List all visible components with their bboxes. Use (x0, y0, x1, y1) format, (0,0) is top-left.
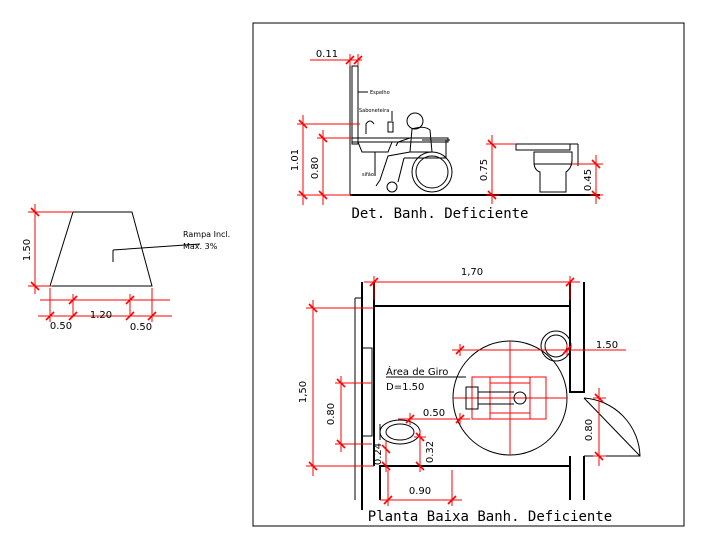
note-tiny: sifão (362, 172, 374, 178)
dim-080-door-label: 0.80 (584, 419, 595, 441)
dim-075-label: 0.75 (479, 159, 490, 181)
note-espelho: Espelho (370, 90, 390, 96)
dim-090: 0.90 (380, 470, 462, 506)
ramp-label-left: 0.50 (50, 321, 72, 332)
ramp-note-line1: Rampa Incl. (183, 230, 230, 239)
dim-150-vertical: 1,50 (298, 300, 374, 476)
dim-080-left: 0.80 (326, 376, 372, 452)
plan-walls (361, 282, 585, 510)
dim-024: 0.24 (373, 440, 391, 472)
plan-title: Planta Baixa Banh. Deficiente (368, 509, 612, 525)
dim-170-label: 1,70 (461, 267, 483, 278)
dim-050: 0.50 (398, 408, 470, 425)
ramp-trapezoid (49, 211, 153, 287)
ramp-height-label: 1.50 (22, 239, 33, 261)
dim-024-label: 0.24 (373, 443, 384, 465)
dim-032-label: 0.32 (425, 441, 436, 463)
dim-080-elev-label: 0.80 (310, 157, 321, 179)
dim-032: 0.32 (414, 430, 436, 472)
dim-050-label: 0.50 (423, 408, 445, 419)
sheet-frame (252, 22, 685, 527)
dim-150-vertical-label: 1,50 (298, 381, 309, 403)
wheelchair-plan (465, 376, 547, 420)
area-giro-line1: Área de Giro (386, 365, 448, 378)
dim-170: 1,70 (364, 267, 580, 300)
ramp-label-right: 0.50 (130, 322, 152, 333)
sink (357, 141, 393, 153)
dim-080-left-label: 0.80 (326, 403, 337, 425)
faucet (365, 120, 375, 134)
dim-045: 0.45 (572, 155, 603, 204)
dim-075: 0.75 (479, 135, 516, 204)
dim-045-label: 0.45 (583, 169, 594, 191)
door-swing (583, 397, 641, 457)
elevation-detail: Espelho Saboneteira sifão (290, 49, 603, 222)
toilet-elevation (515, 143, 579, 193)
dim-011-label: 0.11 (316, 49, 338, 60)
dim-150-circle-label: 1.50 (596, 340, 618, 351)
ramp-dim-height: 1.50 (22, 204, 73, 294)
dim-090-label: 0.90 (409, 486, 431, 497)
elevation-title: Det. Banh. Deficiente (351, 206, 528, 222)
grab-bar (361, 347, 373, 437)
ramp-detail: Rampa Incl. Max. 3% 1.50 1.20 0. (22, 204, 230, 333)
dim-080-elev: 0.80 (310, 130, 352, 205)
floor-plan: Área de Giro D=1.50 1,70 1,50 0. (298, 267, 641, 525)
dim-150-circle: 1.50 (452, 340, 626, 356)
dim-101: 1.01 (290, 115, 360, 205)
area-giro-line2: D=1.50 (386, 382, 424, 393)
mirror-panel (351, 65, 359, 145)
wheelchair-user (375, 112, 453, 193)
ramp-slope-line (112, 243, 201, 251)
dim-011: 0.11 (310, 49, 363, 66)
ramp-label-mid: 1.20 (90, 310, 112, 321)
soap-dispenser (387, 121, 394, 133)
dim-101-label: 1.01 (290, 149, 301, 171)
ramp-dim-bottom: 1.20 0.50 0.50 (38, 288, 172, 333)
dim-080-door: 0.80 (584, 388, 606, 466)
ramp-note-line2: Max. 3% (183, 242, 218, 251)
note-saboneteira: Saboneteira (359, 108, 389, 114)
